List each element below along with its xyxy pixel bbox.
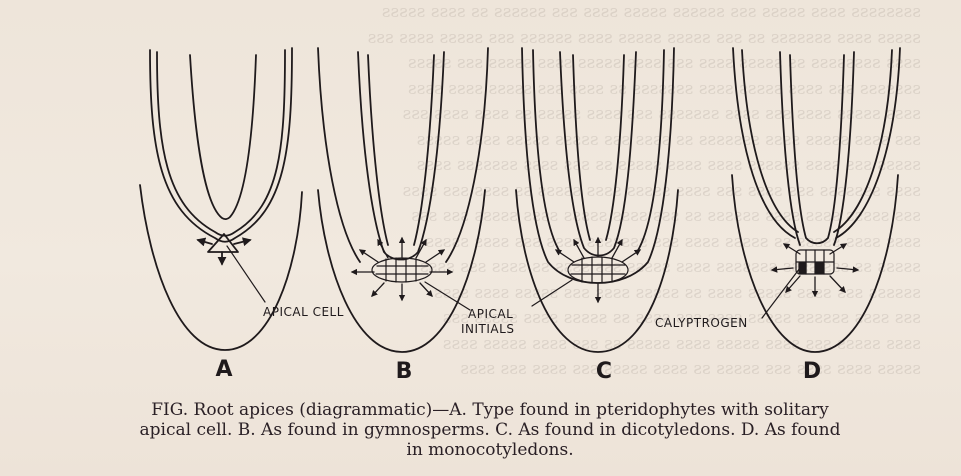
epidermis-left [742, 50, 798, 232]
figure-caption: FIG. Root apices (diagrammatic)—A. Type … [90, 400, 890, 460]
stele-inner-right [606, 55, 624, 240]
outer-left-line [733, 48, 795, 238]
stele-inner-right [414, 55, 434, 245]
outer-right-line [446, 48, 488, 262]
caption-line-3: in monocotyledons. [90, 440, 890, 460]
stele-inner-left [573, 55, 590, 240]
panel-label-d: D [803, 359, 821, 384]
calyptrogen-cluster [796, 250, 834, 274]
apical-arrow-right [234, 240, 250, 244]
apical-initials-cluster [372, 258, 432, 282]
stele-left [780, 52, 800, 245]
root-cap-outline [140, 185, 302, 350]
panel-label-a: A [215, 357, 232, 382]
outer-left-line [318, 48, 360, 262]
stele-outline [358, 52, 444, 260]
leader-apical-cell [227, 246, 265, 302]
stele-inner [790, 55, 844, 243]
leader-calyptrogen [762, 268, 800, 318]
outer-tissue-line [150, 48, 292, 242]
label-apical: APICAL [468, 307, 513, 321]
apical-initials-cluster [568, 257, 628, 283]
epidermis-left [533, 50, 560, 252]
root-cap-outline [318, 190, 485, 352]
stele-outline [560, 52, 636, 256]
root-cap-outline [516, 190, 678, 352]
panel-d-diagram [732, 48, 900, 352]
inner-stele-line [190, 55, 256, 219]
caption-line-1: FIG. Root apices (diagrammatic)—A. Type … [90, 400, 890, 420]
panel-c-diagram [516, 48, 678, 352]
stele-inner-left [368, 55, 388, 245]
panel-label-b: B [396, 359, 413, 384]
label-initials: INITIALS [461, 322, 514, 336]
label-apical-cell: APICAL CELL [263, 305, 344, 319]
label-calyptrogen: CALYPTROGEN [655, 316, 748, 330]
caption-line-2: apical cell. B. As found in gymnosperms.… [90, 420, 890, 440]
apical-arrow-left [198, 240, 212, 244]
panel-label-c: C [596, 359, 612, 384]
